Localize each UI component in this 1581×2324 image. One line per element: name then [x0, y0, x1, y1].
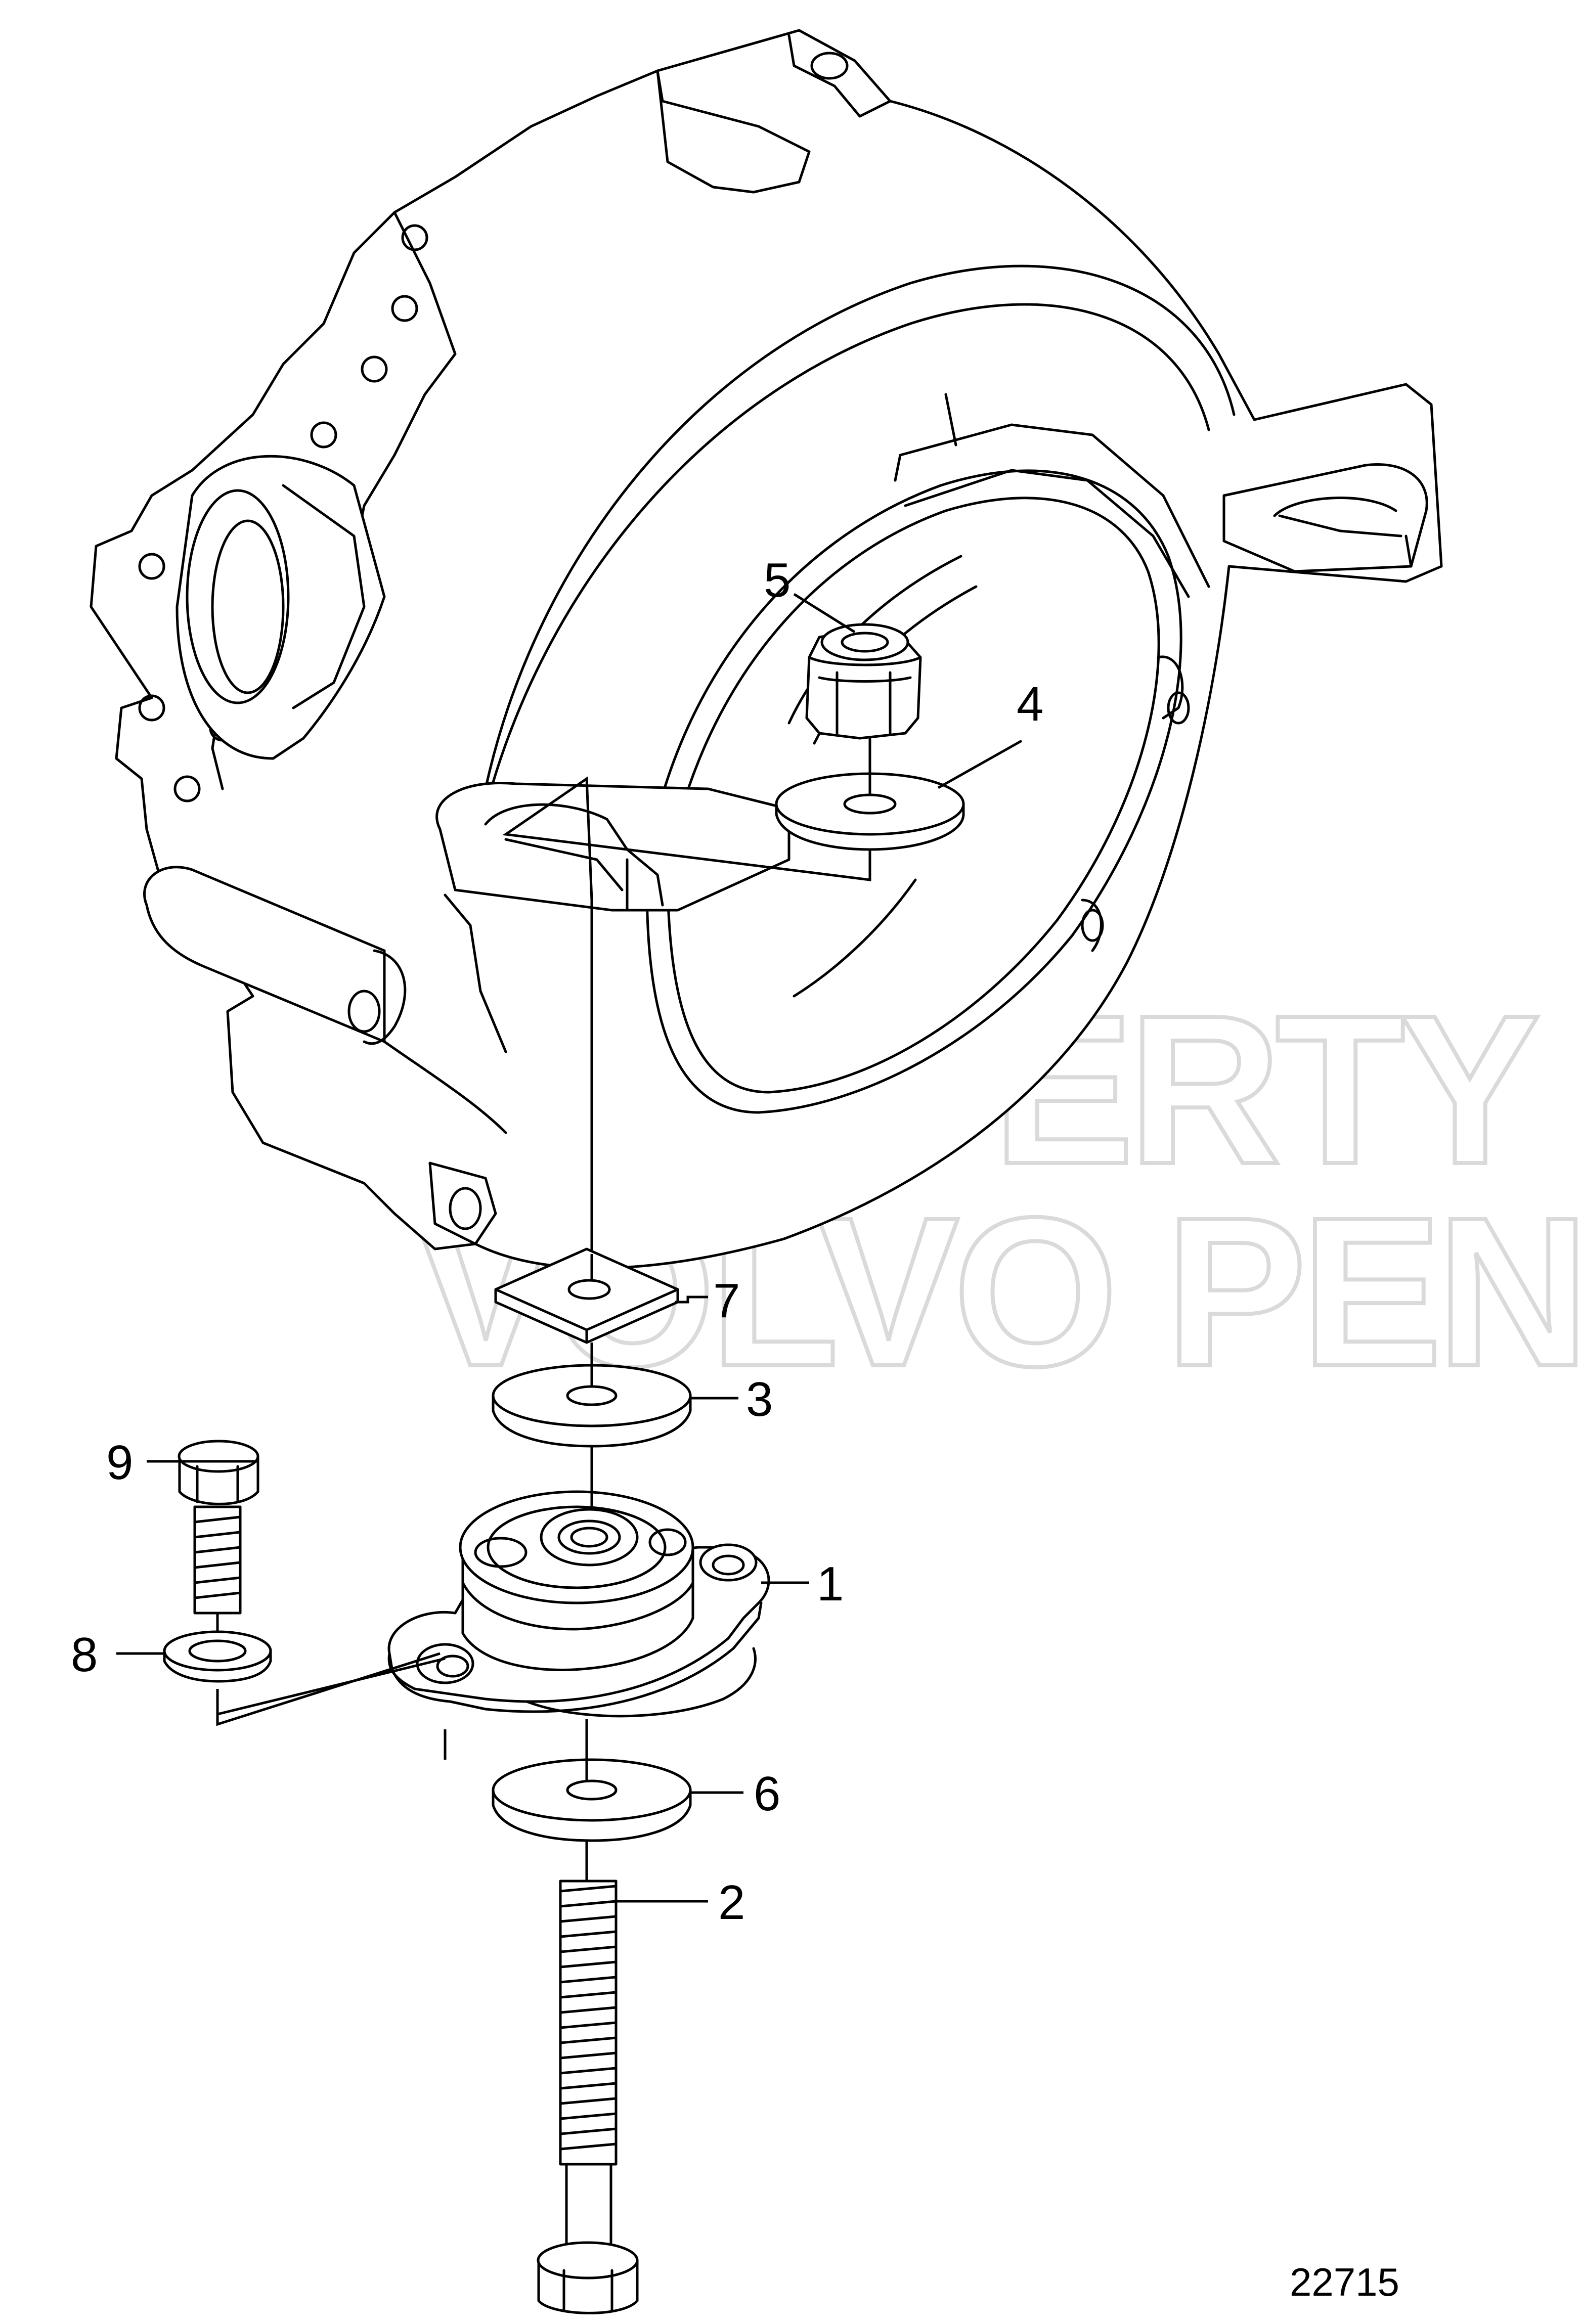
item-9-bolt — [178, 1440, 259, 1615]
item-3-washer — [492, 1364, 692, 1448]
figure-number: 22715 — [1290, 2260, 1399, 2304]
bottom-lug — [428, 1161, 497, 1245]
item-2-long-bolt — [537, 1880, 639, 2314]
item-5-nut — [805, 623, 922, 740]
callout-1: 1 — [817, 1557, 844, 1611]
callout-4: 4 — [1017, 677, 1043, 731]
callout-2: 2 — [718, 1875, 745, 1930]
callout-6: 6 — [754, 1767, 780, 1821]
callout-9: 9 — [106, 1436, 133, 1490]
housing-outline — [90, 29, 1443, 1270]
inner-bore — [645, 469, 1182, 1114]
callout-7: 7 — [713, 1274, 740, 1328]
item-4-washer — [775, 772, 965, 851]
top-lug — [656, 69, 811, 194]
assembly-line-4-5 — [502, 776, 871, 1254]
item-8-washer — [163, 1630, 272, 1683]
callout-3: 3 — [746, 1372, 773, 1426]
callout-8: 8 — [71, 1628, 98, 1682]
callout-5: 5 — [764, 553, 791, 607]
flywheel-housing — [90, 29, 1443, 1270]
callout-labels: 5 4 7 3 1 9 8 6 2 — [71, 553, 1043, 1930]
item-1-engine-mount — [387, 1490, 770, 1718]
lower-left-tube — [143, 866, 386, 1043]
right-mount-foot — [1222, 463, 1428, 573]
callout-leaders — [116, 593, 1023, 1903]
bell-arc — [484, 264, 1236, 790]
item-6-washer — [492, 1758, 692, 1842]
